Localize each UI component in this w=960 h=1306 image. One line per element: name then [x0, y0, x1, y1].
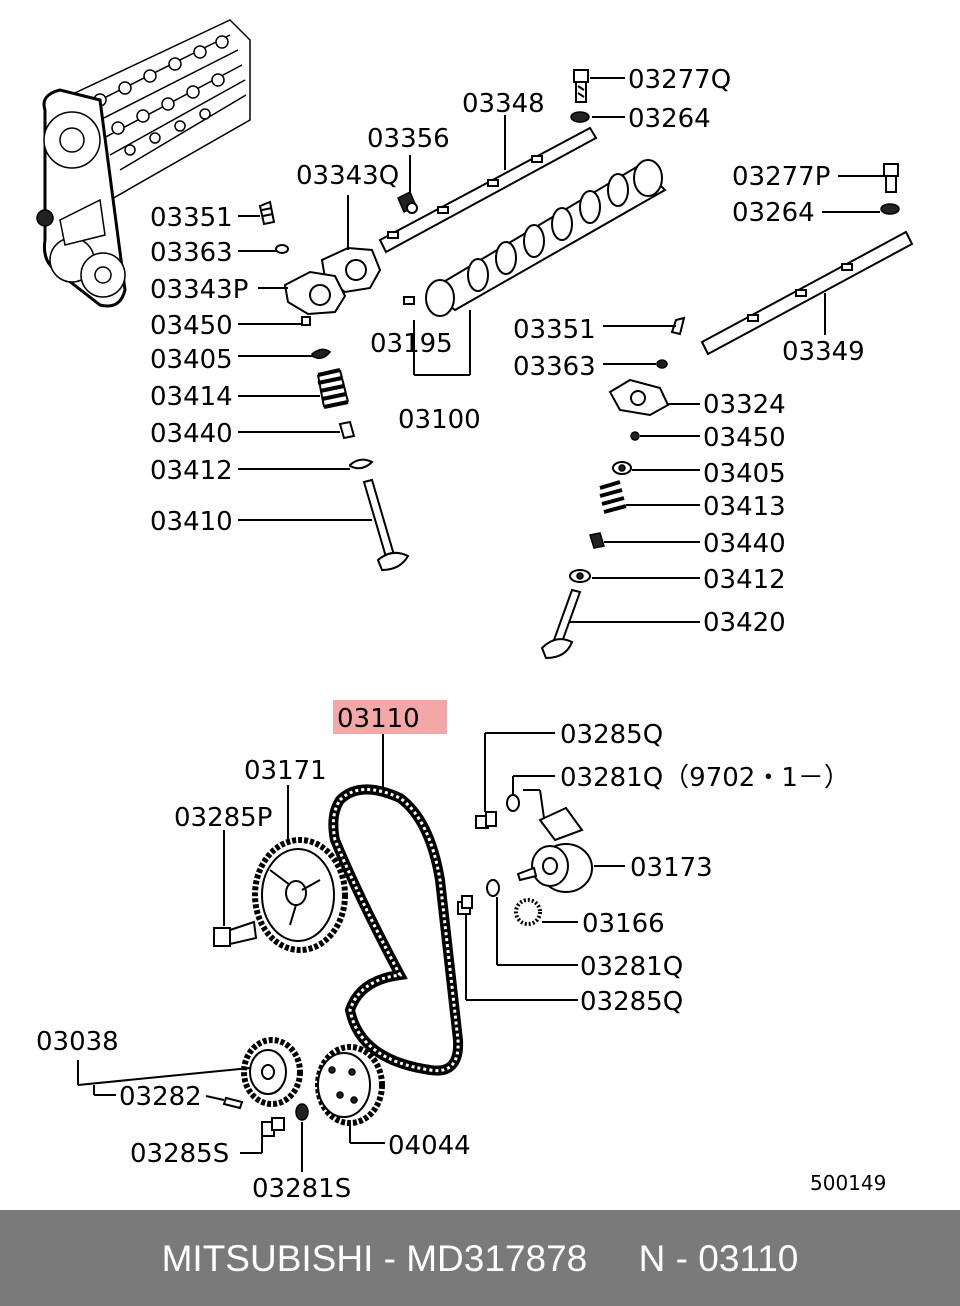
parts-diagram: 03277Q 03264 03348 03356 03343Q 03277P 0…: [36, 19, 914, 1204]
seal-03405-left: [311, 348, 332, 359]
label-03038: 03038: [36, 1027, 119, 1057]
label-03281Q-top: 03281Q（9702・1－）: [560, 763, 850, 793]
crank-pulley-04044: [315, 1044, 385, 1126]
label-03110-highlighted: 03110: [337, 704, 420, 734]
pin-03195: [403, 296, 415, 305]
cap-03450-right: [630, 431, 640, 441]
label-03343P: 03343P: [150, 275, 248, 305]
retainer-03440-right: [589, 532, 605, 549]
clip-03356: [397, 190, 418, 214]
label-03356: 03356: [367, 124, 450, 154]
label-03405-left: 03405: [150, 345, 233, 375]
bolt-03277Q: [573, 69, 589, 103]
camshaft-03100: [425, 159, 667, 317]
label-03281S: 03281S: [252, 1174, 351, 1204]
key-03282: [222, 1096, 244, 1110]
bolt-03285P: [213, 920, 258, 947]
label-03363-right: 03363: [513, 352, 596, 382]
bolt-03285Q-bottom: [457, 895, 473, 915]
label-03349: 03349: [782, 337, 865, 367]
label-03277P: 03277P: [732, 162, 830, 192]
valve-03410: [362, 478, 410, 572]
label-03440-left: 03440: [150, 419, 233, 449]
label-03324: 03324: [703, 390, 786, 420]
camshaft-sprocket-03171: [252, 837, 348, 953]
rocker-arm-03343P: [283, 270, 347, 316]
label-03351-right: 03351: [513, 315, 596, 345]
label-03414: 03414: [150, 382, 233, 412]
rocker-shaft-03348: [378, 126, 598, 254]
washer-03264-left: [570, 111, 590, 123]
valve-spring-03414: [317, 368, 349, 409]
label-03166: 03166: [582, 909, 665, 939]
label-03282: 03282: [119, 1082, 202, 1112]
bolt-03285Q-top: [475, 811, 497, 829]
label-03348: 03348: [462, 89, 545, 119]
nut-03363-right: [656, 359, 668, 369]
label-03100: 03100: [398, 405, 481, 435]
spring-03166: [514, 898, 542, 926]
label-03195: 03195: [370, 329, 453, 359]
label-03285Q-bottom: 03285Q: [580, 987, 683, 1017]
label-03285P: 03285P: [174, 803, 272, 833]
label-03173: 03173: [630, 853, 713, 883]
label-03410: 03410: [150, 507, 233, 537]
footer-part-info: MITSUBISHI - MD317878 N - 03110: [161, 1238, 799, 1279]
rocker-shaft-03349: [700, 230, 914, 356]
adjusting-screw-03351-left: [258, 200, 276, 226]
adjusting-screw-03351-right: [670, 316, 686, 336]
valve-spring-03413: [599, 480, 627, 514]
label-03363-left: 03363: [150, 238, 233, 268]
bolt-03277P: [883, 163, 899, 193]
valve-03420: [540, 588, 582, 660]
label-03277Q: 03277Q: [628, 65, 731, 95]
footer-bar: MITSUBISHI - MD317878 N - 03110: [0, 1210, 960, 1306]
tensioner-pulley-03173: [516, 806, 593, 893]
nut-03363-left: [275, 244, 289, 254]
label-03440-right: 03440: [703, 529, 786, 559]
label-03171: 03171: [244, 756, 327, 786]
bolt-03285S: [261, 1117, 285, 1137]
label-03285S: 03285S: [130, 1139, 229, 1169]
engine-overview-illustration: [36, 19, 251, 308]
label-03412-left: 03412: [150, 456, 233, 486]
washer-03281S: [295, 1103, 309, 1121]
label-04044: 04044: [388, 1131, 471, 1161]
label-03413: 03413: [703, 492, 786, 522]
label-03343Q: 03343Q: [296, 161, 399, 191]
retainer-03440-left: [338, 420, 356, 440]
diagram-reference-number: 500149: [810, 1171, 886, 1195]
label-03285Q-top: 03285Q: [560, 720, 663, 750]
washer-03264-right: [880, 203, 900, 215]
label-03405-right: 03405: [703, 459, 786, 489]
label-03450-left: 03450: [150, 311, 233, 341]
timing-belt-03110: [328, 784, 464, 1076]
cap-03450-left: [301, 316, 311, 326]
seat-03412-left: [349, 458, 374, 470]
highlight-box-03110: [333, 700, 447, 734]
label-03281Q-mid: 03281Q: [580, 952, 683, 982]
label-03420: 03420: [703, 608, 786, 638]
washer-03281Q-mid: [486, 879, 500, 897]
label-03450-right: 03450: [703, 423, 786, 453]
label-03351-left: 03351: [150, 203, 233, 233]
washer-03281Q-top: [506, 794, 520, 812]
label-03264-top: 03264: [628, 104, 711, 134]
label-03412-right: 03412: [703, 565, 786, 595]
rocker-arm-03324: [608, 378, 670, 417]
label-03264-right: 03264: [732, 198, 815, 228]
crankshaft-sprocket-03038: [241, 1037, 303, 1107]
